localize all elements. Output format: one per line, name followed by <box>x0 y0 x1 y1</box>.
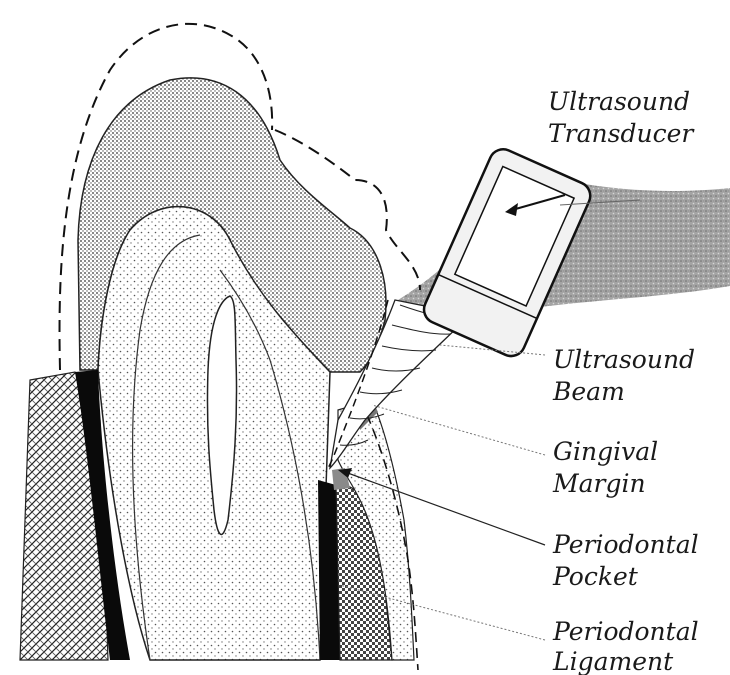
label-gingival-line1: Gingival <box>553 437 658 466</box>
label-ligament-line1: Periodontal <box>552 617 699 646</box>
label-beam-line1: Ultrasound <box>553 345 695 374</box>
label-pocket-line2: Pocket <box>552 562 639 591</box>
label-transducer-line1: Ultrasound <box>548 87 690 116</box>
label-beam-line2: Beam <box>552 377 625 406</box>
label-gingival-line2: Margin <box>552 469 646 498</box>
label-ligament-line2: Ligament <box>552 647 674 675</box>
label-transducer-line2: Transducer <box>548 119 695 148</box>
leader-gingival-margin <box>372 405 545 455</box>
label-pocket-line1: Periodontal <box>552 530 699 559</box>
